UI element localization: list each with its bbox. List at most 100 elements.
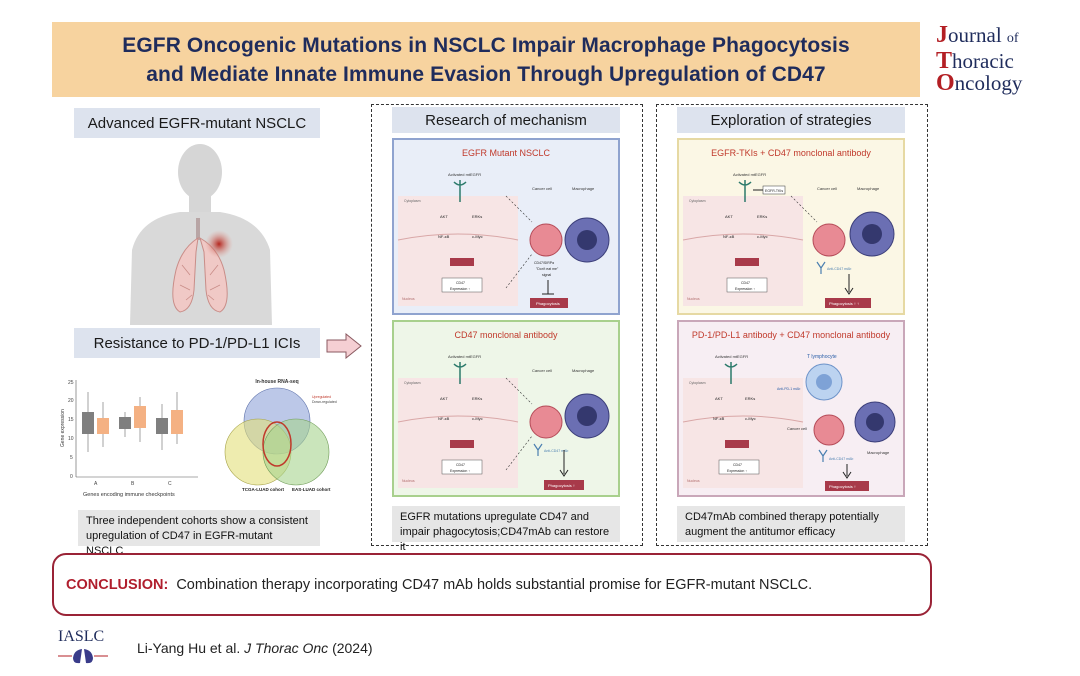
venn-diagram: In-house RNA-seq Upregulated Down-regula… xyxy=(212,376,342,502)
r2-erk: ERKs xyxy=(745,396,755,401)
r1-egfr-tkis: EGFR-TKIs xyxy=(765,189,783,193)
venn-legend-down: Down-regulated xyxy=(312,400,337,404)
m2-cd47: CD47 xyxy=(456,463,465,467)
mechanism-header: Research of mechanism xyxy=(392,107,620,133)
right-arrow-icon xyxy=(326,332,362,364)
journal-word-2: horacic xyxy=(952,49,1014,73)
card-pd1-cd47: PD-1/PD-L1 antibody + CD47 monclonal ant… xyxy=(677,320,905,497)
footer-year: (2024) xyxy=(332,640,373,656)
card-egfr-tkis: EGFR-TKIs + CD47 monclonal antibody Acti… xyxy=(677,138,905,315)
journal-letter-o: O xyxy=(936,70,955,96)
r1-cd47-expr: Expression ↑ xyxy=(735,287,755,291)
m1-cancer-cell: Cancer cell xyxy=(532,186,552,191)
conclusion-text: Combination therapy incorporating CD47 m… xyxy=(176,576,813,593)
journal-letter-j: J xyxy=(936,22,948,48)
y-tick-20: 20 xyxy=(68,398,74,404)
m1-erk: ERKs xyxy=(472,214,482,219)
m1-nucleus: Nucleus xyxy=(402,297,415,301)
r2-cmyc: c-Myc xyxy=(745,416,756,421)
boxplot-y-label: Gene expression xyxy=(60,409,66,447)
venn-label-eas: EAS-LUAD cohort xyxy=(292,487,331,492)
m1-sirp: CD47/SIRPα xyxy=(534,261,554,265)
journal-letter-t: T xyxy=(936,48,953,74)
footer-journal: J Thorac Onc xyxy=(244,640,329,656)
y-tick-25: 25 xyxy=(68,380,74,386)
y-tick-0: 0 xyxy=(70,474,73,480)
r2-anti-pd: Anti-PD-1 mAb xyxy=(777,387,800,391)
iaslc-lungs-icon xyxy=(58,649,108,664)
x-tick-a: A xyxy=(94,481,98,487)
mechanism-section xyxy=(371,104,643,546)
m2-macrophage: Macrophage xyxy=(572,368,595,373)
r2-akt: AKT xyxy=(715,396,723,401)
conclusion-box: CONCLUSION: Combination therapy incorpor… xyxy=(52,553,932,616)
iaslc-logo-text: IASLC xyxy=(58,628,105,645)
title-line-1: EGFR Oncogenic Mutations in NSCLC Impair… xyxy=(122,33,850,57)
m2-anti-cd47: Anti-CD47 mAb xyxy=(544,449,568,453)
r1-nucleus: Nucleus xyxy=(687,297,700,301)
title-line-2: and Mediate Innate Immune Evasion Throug… xyxy=(146,62,826,86)
y-tick-15: 15 xyxy=(68,417,74,423)
m1-cd47-expr: Expression ↑ xyxy=(450,287,470,291)
m1-cd47: CD47 xyxy=(456,281,465,285)
card-cd47-mab: CD47 monclonal antibody Activated mtEGFR… xyxy=(392,320,620,497)
card-egfr-mutant-title: EGFR Mutant NSCLC xyxy=(461,148,551,158)
r1-macrophage: Macrophage xyxy=(857,186,880,191)
m2-cytoplasm: Cytoplasm xyxy=(404,381,421,385)
card-pd1-cd47-title: PD-1/PD-L1 antibody + CD47 monclonal ant… xyxy=(691,330,891,340)
r2-cytoplasm: Cytoplasm xyxy=(689,381,706,385)
venn-title: In-house RNA-seq xyxy=(255,379,298,385)
r1-nfkb: NF-κB xyxy=(723,234,735,239)
venn-legend-up: Upregulated xyxy=(312,395,331,399)
m1-dont-eat: "Don't eat me" xyxy=(536,267,559,271)
footer-authors: Li-Yang Hu et al. xyxy=(137,640,241,656)
card-egfr-tkis-title: EGFR-TKIs + CD47 monclonal antibody xyxy=(711,148,871,158)
boxplot-x-label: Genes encoding immune checkpoints xyxy=(83,492,175,498)
boxplot-chart: Gene expression 25 20 15 10 5 0 A B C Ge… xyxy=(58,372,203,502)
strategies-header: Exploration of strategies xyxy=(677,107,905,133)
left-header-resistance: Resistance to PD-1/PD-L1 ICIs xyxy=(74,328,320,358)
m2-akt: AKT xyxy=(440,396,448,401)
footer-citation: Li-Yang Hu et al. J Thorac Onc (2024) xyxy=(137,640,373,656)
conclusion-label: CONCLUSION: xyxy=(66,576,169,593)
r2-t-lymphocyte: T lymphocyte xyxy=(807,354,837,360)
card-cd47-mab-title: CD47 monclonal antibody xyxy=(454,330,558,340)
journal-logo: Journal of Thoracic Oncology xyxy=(936,22,1076,96)
r2-nfkb: NF-κB xyxy=(713,416,725,421)
r1-activated: Activated mtEGFR xyxy=(733,172,766,177)
r1-phagocytosis-upup: Phagocytosis ↑ ↑ xyxy=(829,301,859,306)
right-caption: CD47mAb combined therapy potentially aug… xyxy=(677,506,905,542)
r2-macrophage: Macrophage xyxy=(867,450,890,455)
card-egfr-mutant: EGFR Mutant NSCLC Activated mtEGFR Cytop… xyxy=(392,138,620,315)
m1-cmyc: c-Myc xyxy=(472,234,483,239)
m1-nfkb: NF-κB xyxy=(438,234,450,239)
x-tick-c: C xyxy=(168,481,172,487)
r2-cd47-expr: Expression ↑ xyxy=(727,469,747,473)
r1-cd47: CD47 xyxy=(741,281,750,285)
r1-anti-cd47: Anti-CD47 mAb xyxy=(827,267,851,271)
r1-cytoplasm: Cytoplasm xyxy=(689,199,706,203)
m2-erk: ERKs xyxy=(472,396,482,401)
r1-akt: AKT xyxy=(725,214,733,219)
r1-cancer-cell: Cancer cell xyxy=(817,186,837,191)
journal-word-3: ncology xyxy=(954,71,1023,95)
left-caption: Three independent cohorts show a consist… xyxy=(78,510,320,557)
m2-cd47-expr: Expression ↑ xyxy=(450,469,470,473)
m1-phagocytosis: Phagocytosis xyxy=(536,301,560,306)
m2-cancer-cell: Cancer cell xyxy=(532,368,552,373)
iaslc-logo: IASLC xyxy=(58,628,108,671)
m1-cytoplasm: Cytoplasm xyxy=(404,199,421,203)
strategies-section xyxy=(656,104,928,546)
left-header-advanced: Advanced EGFR-mutant NSCLC xyxy=(74,108,320,138)
r1-erk: ERKs xyxy=(757,214,767,219)
middle-caption: EGFR mutations upregulate CD47 and impai… xyxy=(392,506,620,553)
r2-anti-cd47: Anti-CD47 mAb xyxy=(829,457,853,461)
m2-nucleus: Nucleus xyxy=(402,479,415,483)
m2-activated: Activated mtEGFR xyxy=(448,354,481,359)
r2-nucleus: Nucleus xyxy=(687,479,700,483)
y-tick-10: 10 xyxy=(68,436,74,442)
human-lungs-illustration xyxy=(120,140,290,325)
venn-label-tcga: TCGA-LUAD cohort xyxy=(242,487,284,492)
m1-activated: Activated mtEGFR xyxy=(448,172,481,177)
m1-macrophage: Macrophage xyxy=(572,186,595,191)
